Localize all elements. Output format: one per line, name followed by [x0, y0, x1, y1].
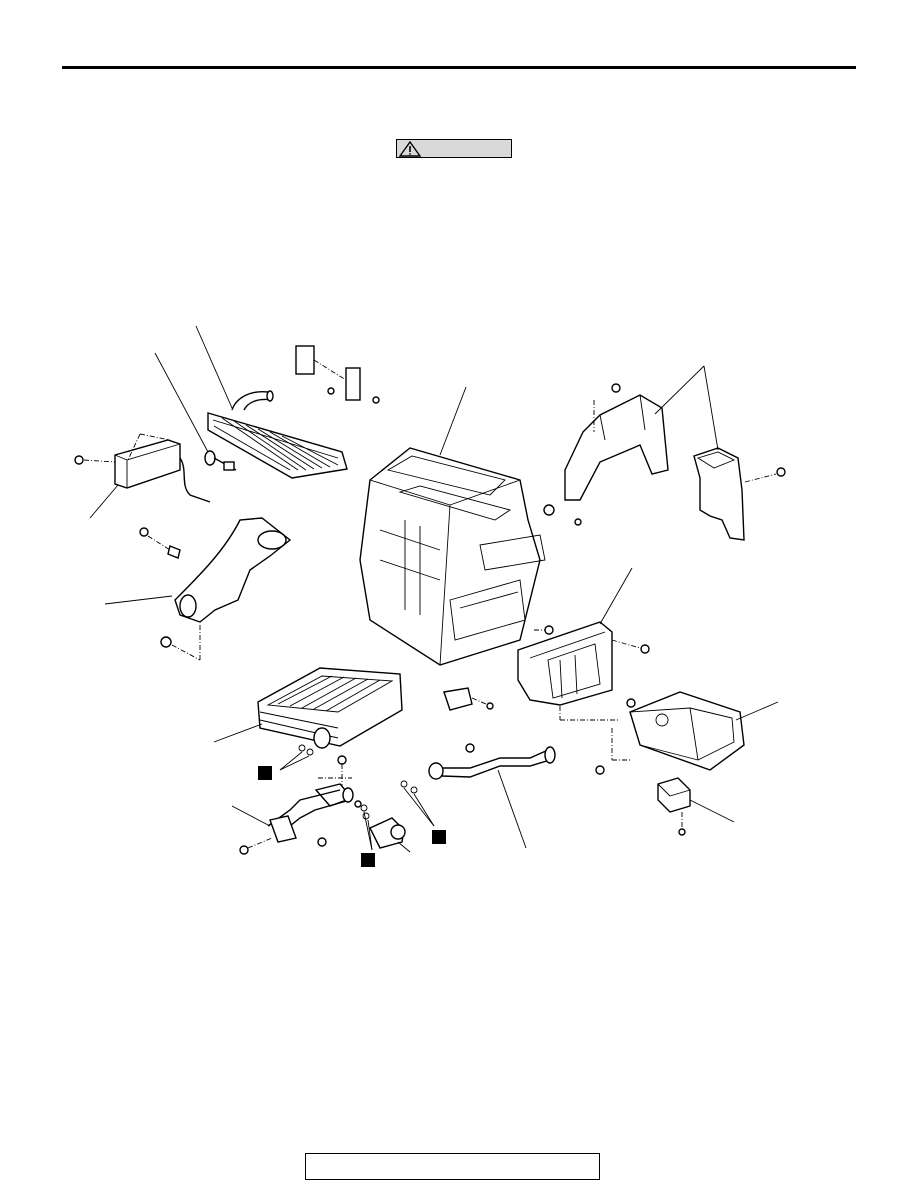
actuator-left: [74, 433, 211, 503]
heater-core-top: [207, 390, 348, 479]
leader-foot-duct: [104, 595, 173, 605]
marker-square-a: [258, 766, 272, 780]
leader-resistor: [689, 799, 735, 823]
header-rule: [62, 66, 856, 69]
block-fitting: [360, 804, 406, 849]
o-rings-left: [279, 744, 314, 771]
caution-box: [396, 139, 512, 158]
heater-core-bottom: [257, 667, 403, 749]
leader-sensor: [154, 352, 209, 453]
leader-blower-housing: [735, 701, 779, 721]
leader-actuator-left: [89, 484, 119, 519]
water-tube-left: [239, 787, 354, 855]
leader-water-tube: [231, 805, 271, 827]
bracket-center: [443, 687, 494, 711]
leader-heater-core-top: [195, 325, 233, 409]
heater-unit-case: [359, 447, 546, 666]
leader-duct-a: [654, 365, 705, 415]
marker-square-b: [361, 853, 375, 867]
clamp-center: [314, 755, 362, 808]
blower-housing: [595, 691, 745, 775]
leader-heater-core-bottom: [213, 723, 263, 743]
leader-duct-b: [703, 365, 719, 451]
resistor-part: [657, 777, 691, 836]
duct-upper-right: [543, 383, 669, 526]
lower-case-half: [517, 621, 650, 721]
leader-lower-case: [599, 567, 633, 625]
leader-water-tube-center: [497, 769, 527, 849]
duct-far-right: [693, 447, 786, 541]
sensor-probe: [204, 450, 237, 471]
leader-block-fitting: [397, 841, 411, 853]
water-tube-center: [428, 743, 556, 780]
foot-duct-left: [139, 517, 292, 661]
warning-triangle-icon: [399, 141, 421, 157]
leader-heater-unit: [439, 386, 467, 456]
o-rings-right: [400, 780, 435, 827]
bracket-top: [295, 345, 380, 404]
footer-box: [305, 1153, 600, 1180]
marker-square-c: [432, 830, 446, 844]
